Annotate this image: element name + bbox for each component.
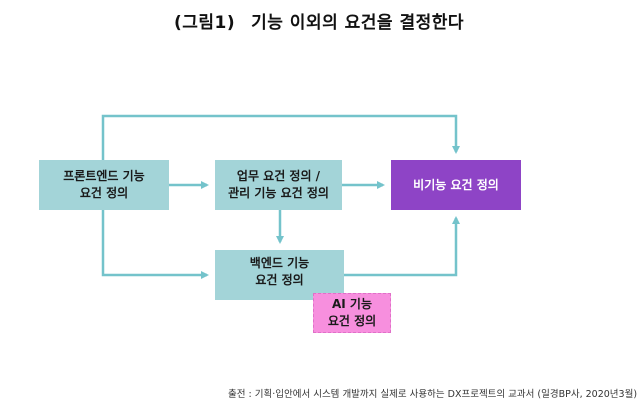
node-nonfunctional: 비기능 요건 정의 [391, 160, 521, 210]
figure-title: (그림1) 기능 이외의 요건을 결정한다 [0, 8, 638, 33]
node-nonfunctional-label: 비기능 요건 정의 [413, 177, 499, 192]
node-business-line2: 관리 기능 요건 정의 [228, 186, 329, 200]
source-caption: 출전 : 기획·입안에서 시스템 개발까지 실제로 사용하는 DX프로젝트의 교… [228, 389, 638, 400]
node-backend-line2: 요건 정의 [255, 273, 304, 287]
node-ai-line2: 요건 정의 [327, 314, 377, 328]
edge-frontend-nonfunctional [101, 114, 460, 160]
node-ai-line1: AI 기능 [331, 297, 372, 311]
figure-label: (그림1) [173, 13, 236, 33]
node-frontend-line1: 프론트엔드 기능 [63, 169, 145, 183]
node-business-line1: 업무 요건 정의 / [236, 169, 321, 183]
node-backend-line1: 백엔드 기능 [249, 256, 310, 270]
edge-backend-nonfunctional [344, 216, 460, 277]
edge-frontend-backend [101, 210, 209, 279]
node-business: 업무 요건 정의 / 관리 기능 요건 정의 [215, 160, 342, 210]
figure-title-text: 기능 이외의 요건을 결정한다 [251, 13, 465, 33]
node-frontend-line2: 요건 정의 [79, 186, 129, 200]
